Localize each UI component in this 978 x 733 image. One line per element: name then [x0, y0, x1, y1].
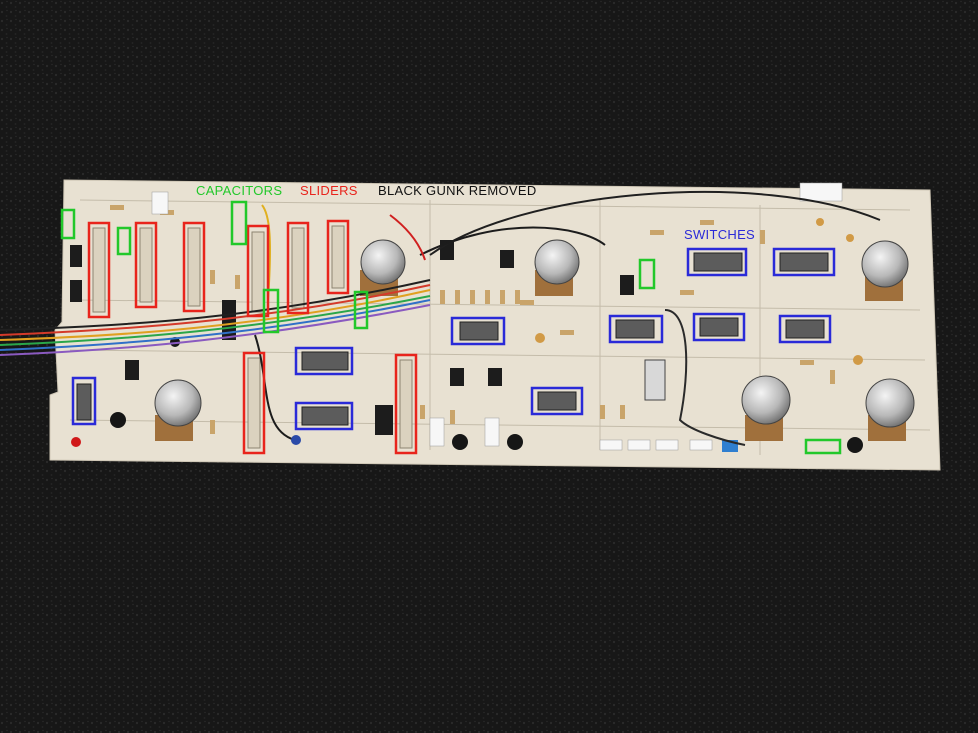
capacitor-highlight: [804, 438, 842, 455]
capacitor-highlight-boxes: [60, 200, 842, 455]
potentiometer-knob: [865, 378, 915, 441]
black-gunk-label: BLACK GUNK REMOVED: [378, 183, 537, 198]
switch-highlight: [450, 316, 506, 346]
slider-tracks: [92, 225, 413, 449]
switch-highlight: [608, 314, 664, 344]
switch-highlight: [530, 386, 584, 416]
potentiometer-knob: [741, 375, 791, 441]
capacitor-highlight: [60, 208, 76, 240]
switch-highlight: [71, 376, 97, 426]
switch-highlight: [294, 401, 354, 431]
switch-highlight: [692, 312, 746, 342]
switch-highlight: [772, 247, 836, 277]
potentiometer-knob: [861, 240, 909, 301]
capacitors-label: CAPACITORS: [196, 183, 283, 198]
switch-highlight-boxes: [71, 247, 836, 431]
slider-highlight: [87, 221, 111, 319]
slider-highlight: [242, 351, 266, 455]
potentiometer-knob: [154, 379, 202, 441]
slider-highlight: [394, 353, 418, 455]
sliders-label: SLIDERS: [300, 183, 358, 198]
capacitor-highlight: [230, 200, 248, 246]
red-led: [71, 437, 81, 447]
slider-highlight: [246, 224, 270, 318]
slider-highlight: [134, 221, 158, 309]
switch-highlight: [686, 247, 748, 277]
wire-harness: [0, 191, 881, 446]
capacitor-highlight: [116, 226, 132, 256]
switches-label: SWITCHES: [684, 227, 756, 242]
capacitor-highlight: [353, 290, 369, 330]
potentiometer-knob: [534, 239, 580, 296]
switch-highlight: [778, 314, 832, 344]
capacitor-highlight: [638, 258, 656, 290]
capacitor-highlight: [262, 288, 280, 334]
switch-bodies: [76, 252, 829, 426]
slider-highlight-boxes: [87, 219, 418, 455]
slider-highlight: [182, 221, 206, 313]
slider-highlight: [286, 221, 310, 315]
slider-highlight: [326, 219, 350, 295]
switch-highlight: [294, 346, 354, 376]
